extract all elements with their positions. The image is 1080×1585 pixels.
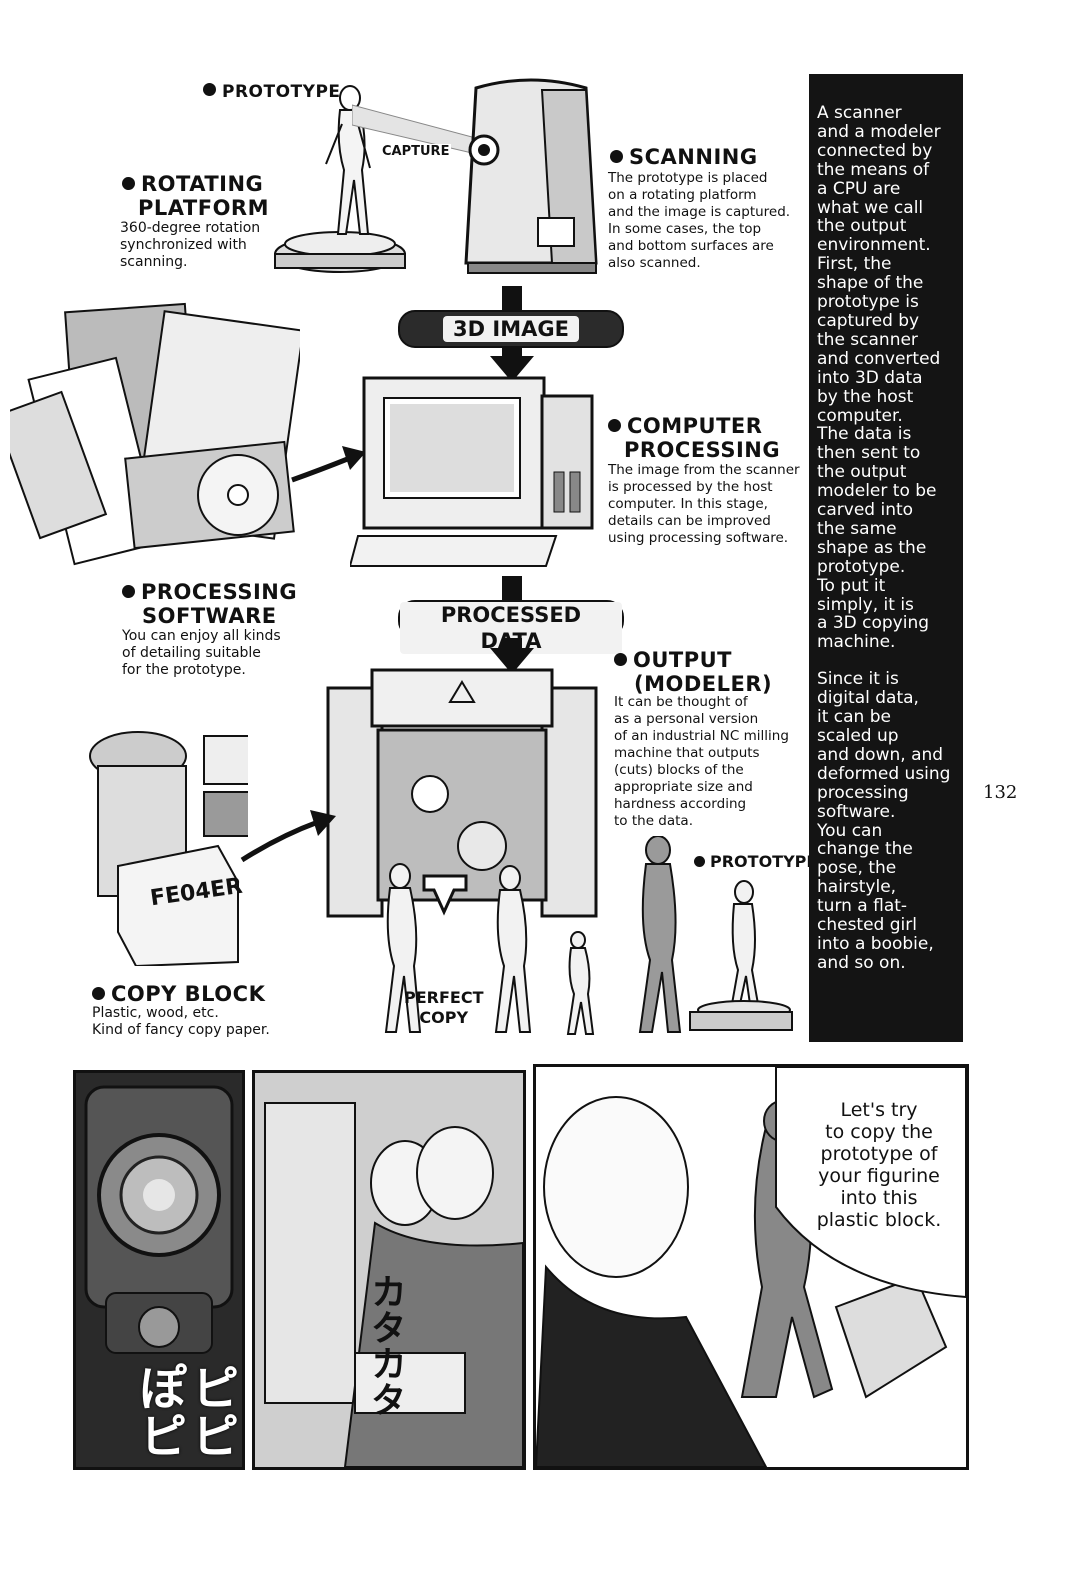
bullet-icon: [610, 150, 623, 163]
scanning-label: SCANNING: [610, 145, 758, 169]
computer-processing-label: COMPUTER PROCESSING: [608, 414, 780, 462]
bullet-icon: [614, 653, 627, 666]
arrow-right-icon: [240, 810, 336, 863]
arrow-right-icon: [291, 446, 366, 483]
explanation-sidebar: A scanner and a modeler connected by the…: [809, 74, 963, 1042]
figurine-copies-illustration: [384, 836, 682, 1035]
3d-image-step: 3D IMAGE: [398, 310, 624, 348]
sfx-typing: カタカタ: [365, 1273, 406, 1417]
flow-arrow-stem: [502, 638, 522, 650]
computer-processing-description: The image from the scanner is processed …: [608, 462, 800, 546]
scanning-description: The prototype is placed on a rotating pl…: [608, 170, 791, 271]
prototype-on-platform-illustration: [689, 880, 793, 1031]
scanner-illustration: [464, 78, 598, 274]
rotating-platform-label: ROTATING PLATFORM: [122, 172, 269, 220]
sidebar-paragraph-1: A scanner and a modeler connected by the…: [817, 103, 941, 653]
bullet-icon: [203, 83, 216, 96]
perfect-copy-label: PERFECT COPY: [404, 988, 484, 1027]
manga-panel-3: Let's try to copy the prototype of your …: [533, 1064, 969, 1470]
flow-arrow-stem: [502, 348, 522, 358]
flow-arrow-stem: [502, 286, 522, 310]
figurine-on-platform-illustration: [274, 85, 406, 273]
arrow-down-icon: [422, 874, 468, 916]
bullet-icon: [694, 856, 705, 867]
manga-panel-2: カタカタ: [252, 1070, 526, 1470]
bullet-icon: [122, 585, 135, 598]
prototype-label-bottom: PROTOTYPE: [694, 852, 817, 871]
software-boxes-illustration: [10, 302, 300, 566]
copy-block-materials-illustration: [89, 731, 248, 966]
bullet-icon: [92, 987, 105, 1000]
processing-software-description: You can enjoy all kinds of detailing sui…: [122, 628, 281, 678]
bullet-icon: [608, 419, 621, 432]
capture-label: CAPTURE: [380, 144, 452, 159]
sfx-beep: ピピぽピ: [130, 1363, 238, 1459]
processing-software-label: PROCESSING SOFTWARE: [122, 580, 297, 628]
couple-at-computer-illustration: [255, 1073, 523, 1467]
scanner-lens-closeup: [84, 1085, 234, 1354]
bullet-icon: [122, 177, 135, 190]
output-label: OUTPUT (MODELER): [614, 648, 772, 696]
sidebar-paragraph-2: Since it is digital data, it can be scal…: [817, 669, 951, 973]
speech-bubble-text: Let's try to copy the prototype of your …: [816, 1099, 942, 1231]
man-holding-figurine-illustration: [536, 1067, 966, 1467]
copy-block-label: COPY BLOCK: [92, 982, 265, 1006]
output-description: It can be thought of as a personal versi…: [614, 694, 789, 829]
rotating-platform-description: 360-degree rotation synchronized with sc…: [120, 220, 261, 270]
computer-illustration: [350, 376, 594, 567]
prototype-label-top: PROTOTYPE: [203, 80, 341, 104]
processed-data-step: PROCESSED DATA: [398, 600, 624, 654]
manga-panel-1: ピピぽピ: [73, 1070, 245, 1470]
flow-arrow-stem: [502, 576, 522, 600]
copy-block-description: Plastic, wood, etc. Kind of fancy copy p…: [92, 1005, 270, 1038]
page-number: 132: [983, 782, 1018, 803]
